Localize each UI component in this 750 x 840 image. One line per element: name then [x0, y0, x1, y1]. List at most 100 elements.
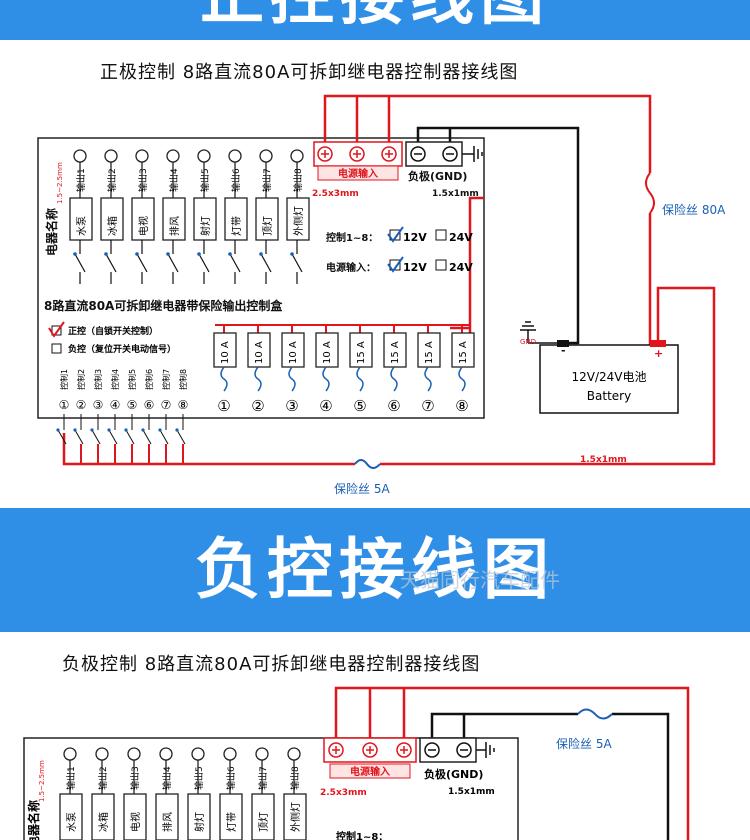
control-number-7: ⑦ [161, 398, 172, 412]
bottom-output-label-8: 输出8 [289, 766, 301, 790]
fuse-coil-icon-1 [220, 366, 228, 392]
fuse-box-5 [349, 332, 373, 368]
bottom-device-box-7 [251, 793, 275, 840]
fuse-coil-icon-7 [424, 366, 432, 392]
controller-box [37, 137, 485, 419]
bottom-output-label-7: 输出7 [257, 766, 269, 790]
control-number-6: ⑥ [144, 398, 155, 412]
switch-symbol-4 [167, 253, 179, 273]
fuse-rating-5: 15 A [356, 341, 367, 364]
bottom-output-label-3: 输出3 [129, 766, 141, 790]
gauge-note: 1.5~2.5mm [56, 162, 64, 204]
fuse-box-6 [383, 332, 407, 368]
bottom-output-terminal-7 [255, 747, 269, 761]
bottom-device-label-5: 射灯 [194, 812, 206, 832]
fuse-box-2 [247, 332, 271, 368]
output-terminal-6 [228, 149, 242, 163]
output-terminal-5 [197, 149, 211, 163]
fuse-box-7 [417, 332, 441, 368]
svg-text:-: - [561, 344, 566, 357]
fuse-box-4 [315, 332, 339, 368]
switch-symbol-2 [105, 253, 117, 273]
bottom-device-box-2 [91, 793, 115, 840]
fuse-rating-4: 10 A [322, 341, 333, 364]
fuse-box-3 [281, 332, 305, 368]
bottom-control-partial: 控制1~8： [336, 830, 388, 840]
device-label-5: 射灯 [200, 216, 212, 236]
fuse-coil-icon-5 [356, 366, 364, 392]
output-terminal-8 [290, 149, 304, 163]
control-switch-4 [108, 429, 118, 445]
top-subtitle: 正极控制 8路直流80A可拆卸继电器控制器接线图 [100, 62, 519, 83]
bottom-device-box-1 [59, 793, 83, 840]
fuse-coil-icon-4 [322, 366, 330, 392]
fuse-box-1 [213, 332, 237, 368]
control-number-8: ⑧ [178, 398, 189, 412]
bottom-device-label-6: 灯带 [226, 812, 238, 832]
fuse-number-4: ④ [319, 397, 332, 415]
fuse-rating-7: 15 A [424, 341, 435, 364]
bottom-device-label-8: 外侧灯 [289, 802, 302, 832]
bottom-output-label-2: 输出2 [97, 766, 109, 790]
battery [539, 344, 679, 414]
fuse-rating-1: 10 A [220, 341, 231, 364]
control-switch-3 [91, 429, 101, 445]
bottom-negative-label: 负极(GND) [424, 767, 483, 781]
output-label-6: 输出6 [230, 168, 242, 192]
switch-symbol-7 [260, 253, 272, 273]
control-12v: 12V [403, 231, 427, 244]
power-input-label: 电源输入 [338, 167, 378, 180]
device-box-8 [286, 197, 310, 241]
control-label-4: 控制4 [110, 369, 120, 390]
fuse-number-8: ⑧ [455, 397, 468, 415]
control-switch-5 [125, 429, 135, 445]
control-switch-7 [159, 429, 169, 445]
fuse-5a-symbol [354, 459, 381, 469]
bottom-output-terminal-6 [223, 747, 237, 761]
bottom-gauge-gnd: 1.5x1mm [448, 787, 495, 797]
output-label-4: 输出4 [168, 168, 180, 192]
bottom-banner: 负控接线图 天猫同行汽车配件 [0, 508, 750, 632]
bottom-output-terminal-1 [63, 747, 77, 761]
device-label-7: 顶灯 [262, 216, 274, 236]
output-terminal-1 [73, 149, 87, 163]
output-terminal-2 [104, 149, 118, 163]
device-label-4: 排风 [168, 216, 181, 236]
control-number-2: ② [76, 398, 87, 412]
control-label-3: 控制3 [93, 369, 103, 390]
battery-line1: 12V/24V电池 [571, 370, 646, 384]
device-box-2 [100, 197, 124, 241]
mode-positive: 正控（自锁开关控制） [68, 325, 158, 337]
control-24v: 24V [449, 231, 473, 244]
control-label-6: 控制6 [144, 369, 154, 390]
device-name-label: 电器名称 [44, 208, 59, 256]
control-voltage-label: 控制1~8： [326, 231, 378, 244]
output-label-8: 输出8 [292, 168, 304, 192]
output-label-1: 输出1 [75, 168, 87, 192]
gauge-power-label: 2.5x3mm [312, 189, 359, 199]
control-label-8: 控制8 [178, 369, 188, 390]
switch-symbol-8 [291, 253, 303, 273]
bottom-output-terminal-8 [287, 747, 301, 761]
output-label-3: 输出3 [137, 168, 149, 192]
bottom-output-label-5: 输出5 [193, 766, 205, 790]
fuse-coil-icon-6 [390, 366, 398, 392]
output-terminal-3 [135, 149, 149, 163]
control-label-2: 控制2 [76, 369, 86, 390]
control-number-4: ④ [110, 398, 121, 412]
output-label-2: 输出2 [106, 168, 118, 192]
fuse-80a-symbol [645, 172, 655, 214]
fuse-number-2: ② [251, 397, 264, 415]
power-voltage-label: 电源输入： [326, 261, 376, 274]
bottom-output-label-6: 输出6 [225, 766, 237, 790]
switch-symbol-3 [136, 253, 148, 273]
box-title: 8路直流80A可拆卸继电器带保险输出控制盒 [44, 298, 283, 313]
bottom-device-label-3: 电视 [129, 812, 142, 832]
bottom-output-terminal-4 [159, 747, 173, 761]
fuse-80a-label: 保险丝 80A [662, 202, 726, 217]
fuse-number-3: ③ [285, 397, 298, 415]
bottom-output-terminal-3 [127, 747, 141, 761]
bottom-device-box-3 [123, 793, 147, 840]
fuse-coil-icon-8 [458, 366, 466, 392]
top-wiring-diagram: GND 电源输入 2.5x3mm 负极(GND) 1.5x1mm 1.5~2.5… [37, 94, 726, 496]
